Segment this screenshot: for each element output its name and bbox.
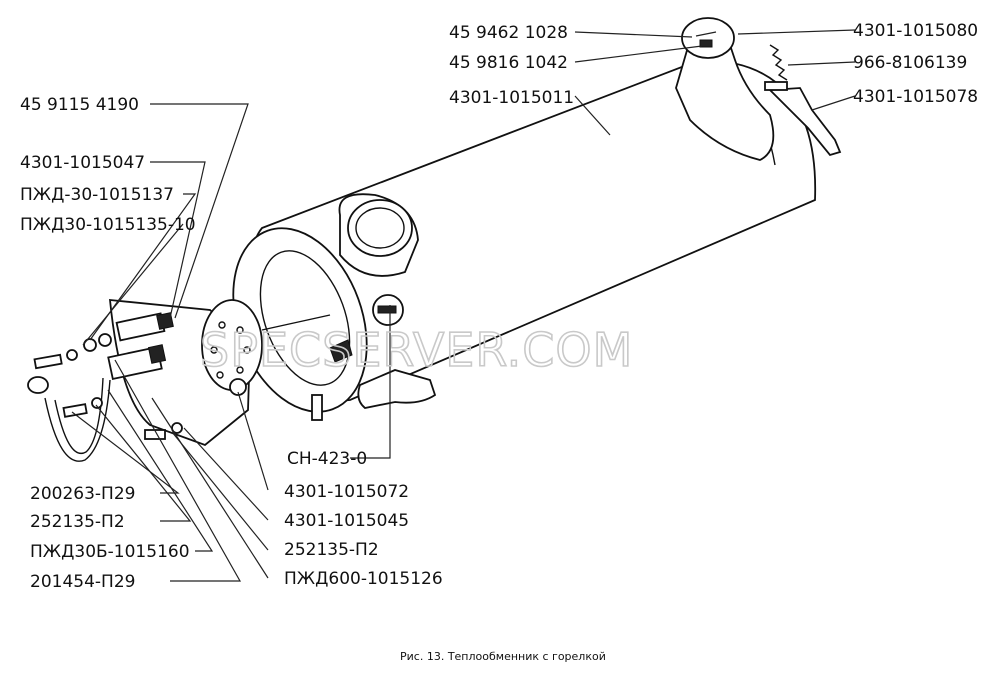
label-pzhd600: ПЖД600-1015126 — [284, 569, 443, 589]
label-252135-right: 252135-П2 — [284, 540, 379, 560]
label-4301-1015078: 4301-1015078 — [853, 87, 978, 107]
label-pzhd-135: ПЖД30-1015135-10 — [20, 215, 196, 235]
part-labels: 45 9462 1028 45 9816 1042 4301-1015011 4… — [20, 21, 978, 592]
outlet-pipe — [675, 17, 775, 161]
label-4301-1015045: 4301-1015045 — [284, 511, 409, 531]
leader-lines — [71, 29, 856, 582]
label-459816: 45 9816 1042 — [449, 53, 568, 73]
label-459115: 45 9115 4190 — [20, 95, 139, 115]
label-pzhd-137: ПЖД-30-1015137 — [20, 185, 174, 205]
watermark-text: SPECSERVER.COM — [200, 323, 633, 377]
small-parts — [33, 333, 247, 440]
label-252135-left: 252135-П2 — [30, 512, 125, 532]
label-pzhd30b: ПЖД30Б-1015160 — [30, 542, 190, 562]
fuel-hose — [27, 376, 111, 462]
label-sn-423: СН-423-0 — [287, 449, 367, 469]
label-4301-1015072: 4301-1015072 — [284, 482, 409, 502]
label-4301-1015047: 4301-1015047 — [20, 153, 145, 173]
bottom-flange — [311, 369, 437, 421]
label-4301-1015011: 4301-1015011 — [449, 88, 574, 108]
label-966-8106139: 966-8106139 — [853, 53, 967, 73]
burner-flange — [108, 298, 353, 447]
spark-plug-upper — [115, 312, 174, 342]
side-fitting — [372, 294, 404, 326]
label-201454: 201454-П29 — [30, 572, 135, 592]
label-459462: 45 9462 1028 — [449, 23, 568, 43]
bracket-and-spring — [764, 44, 842, 157]
figure-caption: Рис. 13. Теплообменник с горелкой — [400, 650, 606, 663]
label-4301-1015080: 4301-1015080 — [853, 21, 978, 41]
upper-inlet — [338, 193, 419, 277]
label-200263: 200263-П29 — [30, 484, 135, 504]
